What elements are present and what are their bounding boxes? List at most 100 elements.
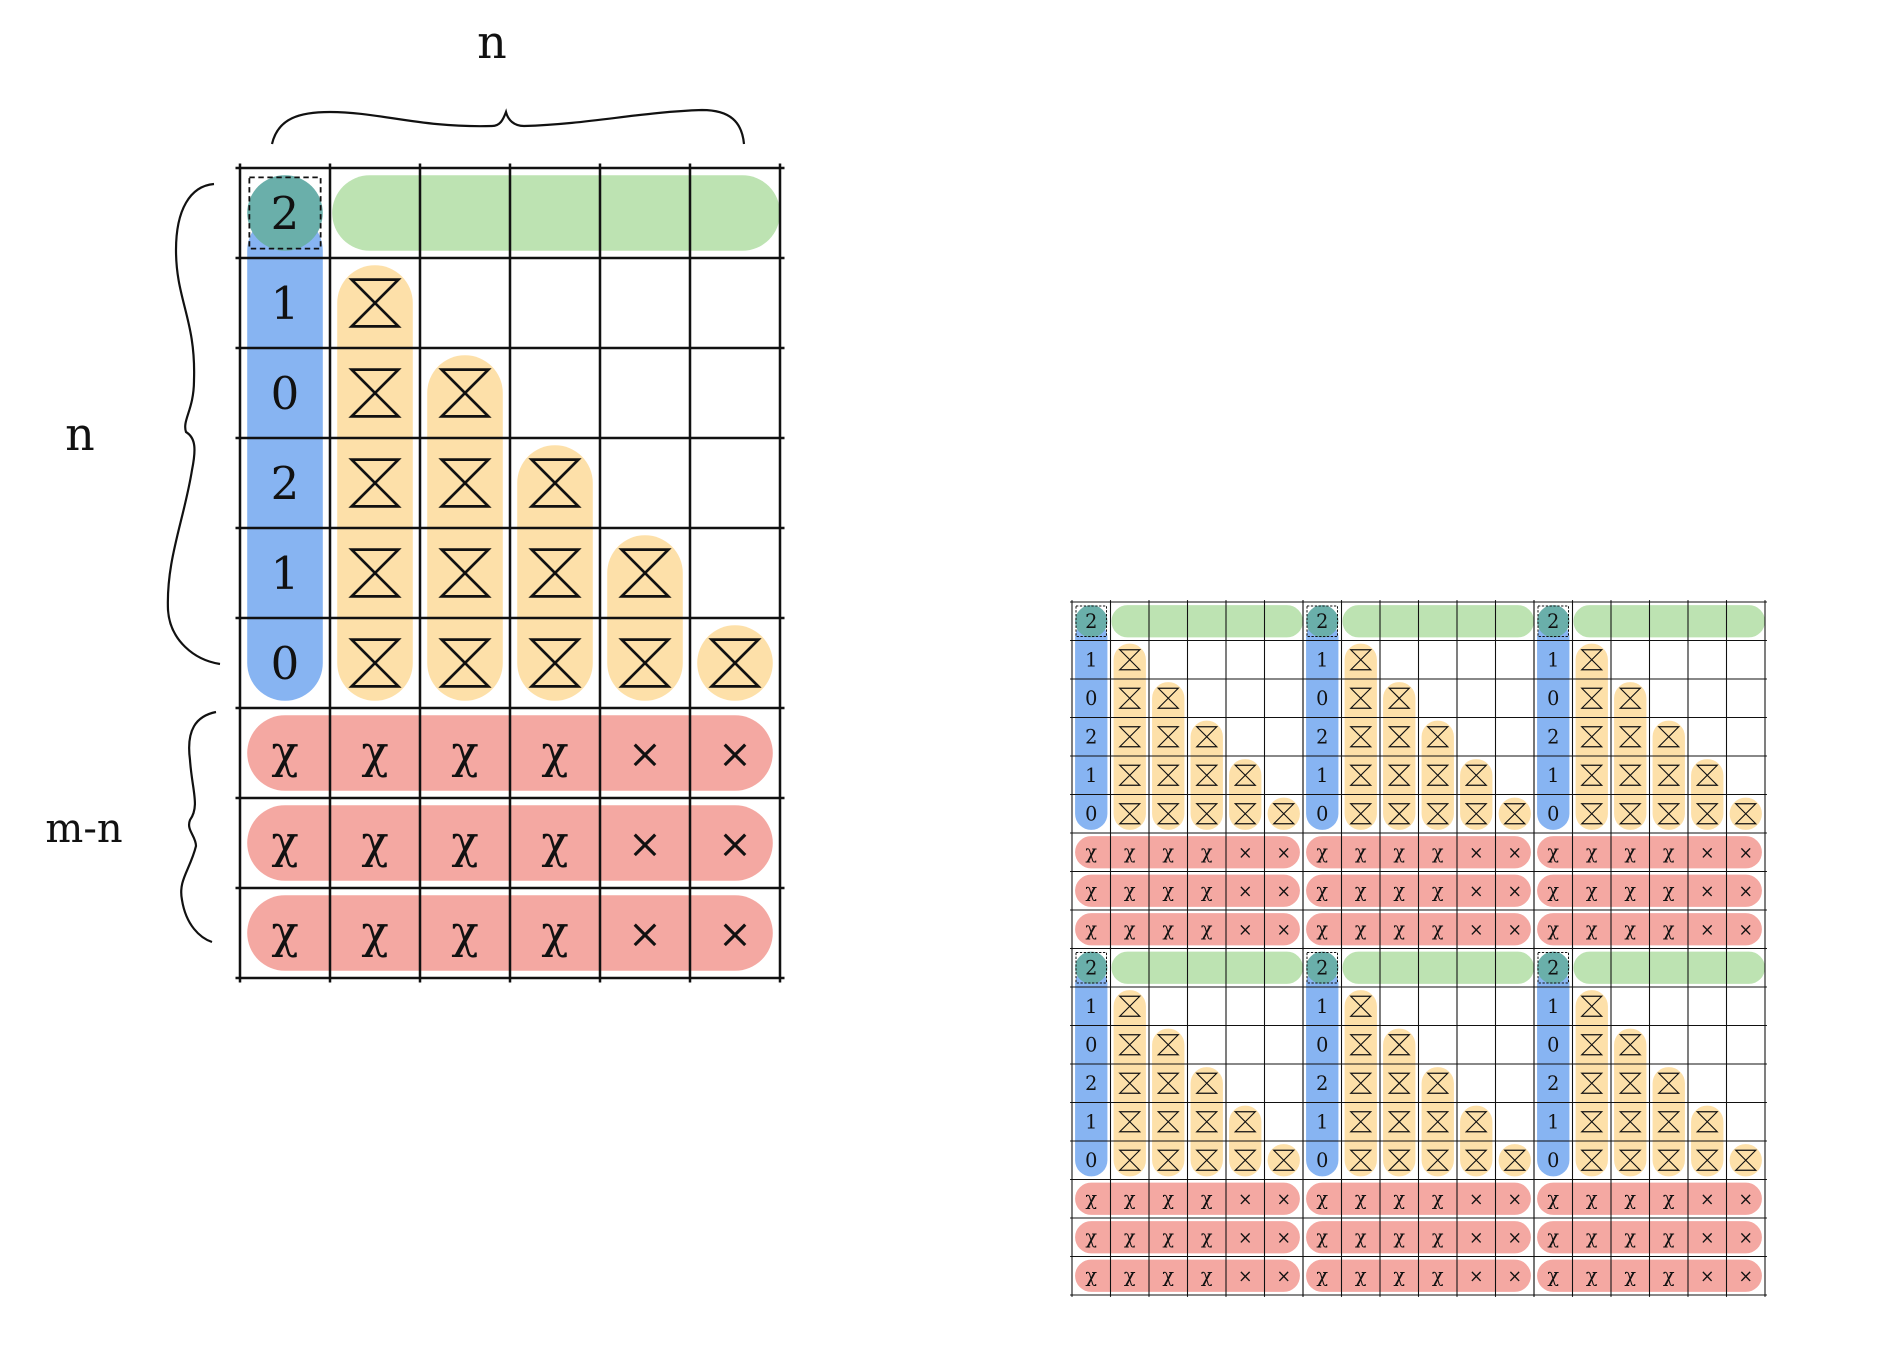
large-lower-symbol: χ — [271, 725, 298, 778]
large-reflector-symbol — [348, 458, 402, 508]
large-lower-symbol: × — [718, 909, 752, 957]
tile-1-2-first-col-value: 0 — [1547, 1034, 1559, 1057]
tile-1-0-first-col-value: 2 — [1085, 1072, 1097, 1095]
tile-1-0-reflector-symbol — [1118, 1149, 1142, 1171]
tile-1-1-lower-symbol: × — [1507, 1228, 1522, 1248]
tile-0-1-lower-symbol: × — [1507, 882, 1522, 902]
tile-1-1-reflector-symbol — [1387, 1072, 1411, 1094]
tile-0-0-lower-symbol: χ — [1162, 879, 1174, 902]
tile-0-0-reflector-symbol — [1156, 726, 1180, 748]
tile-0-1-reflector-symbol — [1387, 803, 1411, 825]
tile-0-1-lower-symbol: χ — [1355, 840, 1367, 863]
large-corner-value: 2 — [271, 187, 300, 240]
tile-0-1-reflector-symbol — [1349, 649, 1373, 671]
large-lower-symbol: χ — [451, 905, 478, 958]
tile-0-1-reflector-symbol — [1426, 764, 1450, 786]
tile-1-2-lower-symbol: χ — [1586, 1264, 1598, 1287]
tile-0-1-first-col-value: 0 — [1316, 803, 1328, 826]
tile-0-2-lower-symbol: χ — [1624, 917, 1636, 940]
tile-1-0-lower-symbol: × — [1276, 1190, 1291, 1210]
tile-0-0-reflector-symbol — [1195, 764, 1219, 786]
tile-0-1-reflector-symbol — [1387, 726, 1411, 748]
large-lower-symbol: χ — [361, 815, 388, 868]
tile-1-0-reflector-symbol — [1156, 1149, 1180, 1171]
tile-0-2-lower-symbol: × — [1700, 843, 1715, 863]
large-first-col-value: 2 — [271, 457, 300, 510]
tile-1-2-lower-symbol: × — [1738, 1228, 1753, 1248]
large-reflector-symbol — [438, 458, 492, 508]
tile-0-0-lower-symbol: χ — [1085, 840, 1097, 863]
tile-1-1-lower-symbol: χ — [1393, 1264, 1405, 1287]
tile-0-1-corner-cell — [1306, 605, 1339, 638]
tile-1-2-reflector-symbol — [1580, 1034, 1604, 1056]
tile-0-1-reflector-symbol — [1349, 764, 1373, 786]
tile-1-1-lower-symbol: × — [1469, 1267, 1484, 1287]
tile-1-1-reflector-symbol — [1387, 1034, 1411, 1056]
large-reflector-symbol — [348, 638, 402, 688]
tile-0-0-reflector-symbol — [1156, 687, 1180, 709]
tile-1-1-reflector-symbol — [1349, 995, 1373, 1017]
tile-1-2-corner-cell — [1537, 951, 1570, 984]
tile-0-2-reflector-symbol — [1657, 726, 1681, 748]
tile-0-2-lower-symbol: × — [1738, 882, 1753, 902]
tile-0-2-reflector-symbol — [1580, 764, 1604, 786]
tile-0-2-lower-symbol: χ — [1586, 879, 1598, 902]
tile-0-1-lower-symbol: χ — [1355, 879, 1367, 902]
tile-1-2-lower-symbol: χ — [1663, 1264, 1675, 1287]
large-lower-symbol: × — [628, 819, 662, 867]
tile-1-1-reflector-symbol — [1387, 1149, 1411, 1171]
tile-0-0-lower-symbol: × — [1276, 843, 1291, 863]
tile-0-1-lower-symbol: χ — [1355, 917, 1367, 940]
tile-1-0-reflector-symbol — [1156, 1111, 1180, 1133]
large-reflector-symbol — [618, 638, 672, 688]
tile-1-0-lower-symbol: χ — [1124, 1187, 1136, 1210]
tile-1-1-lower-symbol: × — [1469, 1228, 1484, 1248]
tile-1-2-first-col-value: 0 — [1547, 1149, 1559, 1172]
large-reflector-symbol — [438, 368, 492, 418]
tile-0-1-first-col-value: 2 — [1316, 726, 1328, 749]
tile-1-1-lower-symbol: χ — [1432, 1187, 1444, 1210]
large-first-col-bar — [247, 213, 323, 701]
tile-1-1-reflector-symbol — [1426, 1111, 1450, 1133]
large-lower-symbol: χ — [541, 815, 568, 868]
tile-0-0-first-col-value: 0 — [1085, 687, 1097, 710]
tile-1-2-lower-symbol: × — [1738, 1190, 1753, 1210]
tile-1-0-first-col-value: 0 — [1085, 1149, 1097, 1172]
left-brace-m-minus-n — [180, 710, 217, 944]
tile-1-1-lower-symbol: × — [1507, 1190, 1522, 1210]
large-lower-symbol: χ — [451, 725, 478, 778]
tile-1-2-lower-symbol: × — [1700, 1228, 1715, 1248]
tile-1-1-lower-symbol: χ — [1316, 1187, 1328, 1210]
tile-0-1-first-col-bar — [1306, 621, 1339, 830]
tile-1-0-corner-value: 2 — [1085, 957, 1097, 980]
large-lower-symbol: χ — [451, 815, 478, 868]
tile-0-1-lower-symbol: χ — [1316, 917, 1328, 940]
tile-0-1-lower-symbol: χ — [1432, 840, 1444, 863]
tile-0-0-lower-symbol: × — [1238, 843, 1253, 863]
tile-0-2-lower-symbol: × — [1738, 843, 1753, 863]
top-brace — [270, 108, 746, 145]
tile-1-0-first-col-value: 1 — [1085, 995, 1097, 1018]
tile-0-0-lower-symbol: × — [1276, 882, 1291, 902]
tile-0-2-lower-symbol: χ — [1586, 840, 1598, 863]
tile-1-1-reflector-symbol — [1426, 1072, 1450, 1094]
tile-0-2-first-col-value: 0 — [1547, 687, 1559, 710]
tile-1-2-first-col-value: 2 — [1547, 1072, 1559, 1095]
tile-0-0-reflector-symbol — [1195, 803, 1219, 825]
tile-1-1-first-col-value: 2 — [1316, 1072, 1328, 1095]
large-reflector-symbol — [438, 548, 492, 598]
tile-0-0-reflector-symbol — [1156, 803, 1180, 825]
tile-0-2-reflector-symbol — [1580, 803, 1604, 825]
tile-0-1-reflector-symbol — [1464, 803, 1488, 825]
tile-0-2-first-col-value: 1 — [1547, 649, 1559, 672]
tile-1-0-lower-symbol: χ — [1085, 1264, 1097, 1287]
tile-0-1-first-col-value: 1 — [1316, 649, 1328, 672]
tile-0-1-lower-symbol: × — [1507, 843, 1522, 863]
large-lower-symbol: χ — [271, 815, 298, 868]
tile-1-2-reflector-symbol — [1657, 1072, 1681, 1094]
